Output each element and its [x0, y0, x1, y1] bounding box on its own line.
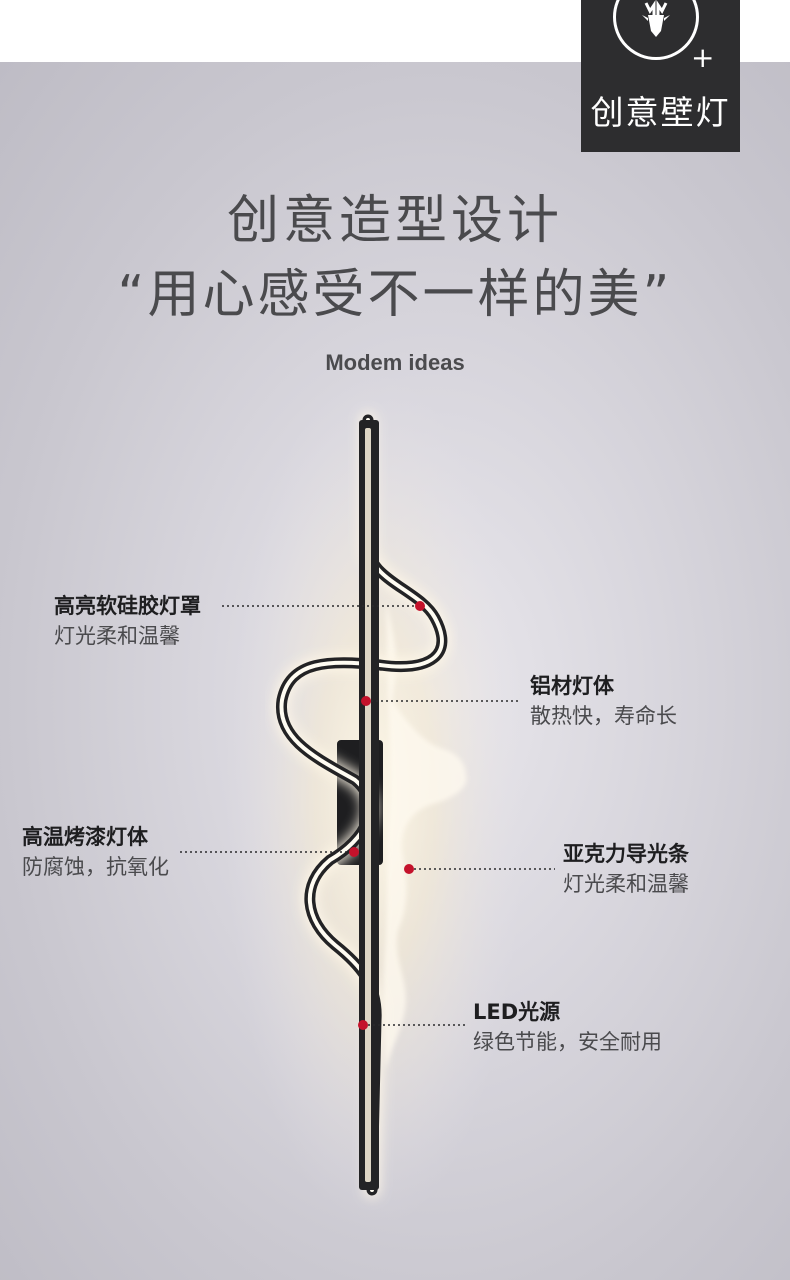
feature-desc: 灯光柔和温馨: [563, 872, 689, 896]
feature-acrylic-strip: 亚克力导光条 灯光柔和温馨: [563, 839, 689, 899]
brand-badge: + 创意壁灯: [581, 0, 740, 152]
callout-markers: [349, 601, 425, 1030]
badge-title: 创意壁灯: [590, 93, 731, 132]
deer-head-icon: [613, 0, 699, 60]
feature-title: LED光源: [473, 1000, 561, 1024]
marker-dot: [404, 864, 414, 874]
feature-desc: 散热快，寿命长: [530, 704, 677, 728]
feature-aluminum-body: 铝材灯体 散热快，寿命长: [530, 671, 677, 731]
feature-title: 铝材灯体: [530, 674, 614, 698]
feature-desc: 绿色节能，安全耐用: [473, 1030, 662, 1054]
marker-dot: [361, 696, 371, 706]
feature-desc: 防腐蚀，抗氧化: [22, 855, 169, 879]
feature-title: 高亮软硅胶灯罩: [54, 594, 201, 618]
feature-silicone-shade: 高亮软硅胶灯罩 灯光柔和温馨: [54, 591, 201, 651]
marker-dot: [358, 1020, 368, 1030]
headline-line1: 创意造型设计: [226, 191, 563, 251]
marker-dot: [349, 847, 359, 857]
acrylic-light-strip: [383, 600, 467, 1070]
lamp-frame: [273, 412, 450, 1198]
feature-led-source: LED光源 绿色节能，安全耐用: [473, 997, 662, 1057]
feature-title: 亚克力导光条: [563, 842, 689, 866]
headline-line2: “用心感受不一样的美”: [117, 265, 673, 325]
feature-baked-paint-body: 高温烤漆灯体 防腐蚀，抗氧化: [22, 822, 169, 882]
feature-title: 高温烤漆灯体: [22, 825, 148, 849]
plus-icon: +: [691, 41, 715, 74]
feature-desc: 灯光柔和温馨: [54, 624, 180, 648]
subtitle: Modem ideas: [325, 350, 465, 375]
callout-leaders: [180, 605, 555, 1026]
marker-dot: [415, 601, 425, 611]
